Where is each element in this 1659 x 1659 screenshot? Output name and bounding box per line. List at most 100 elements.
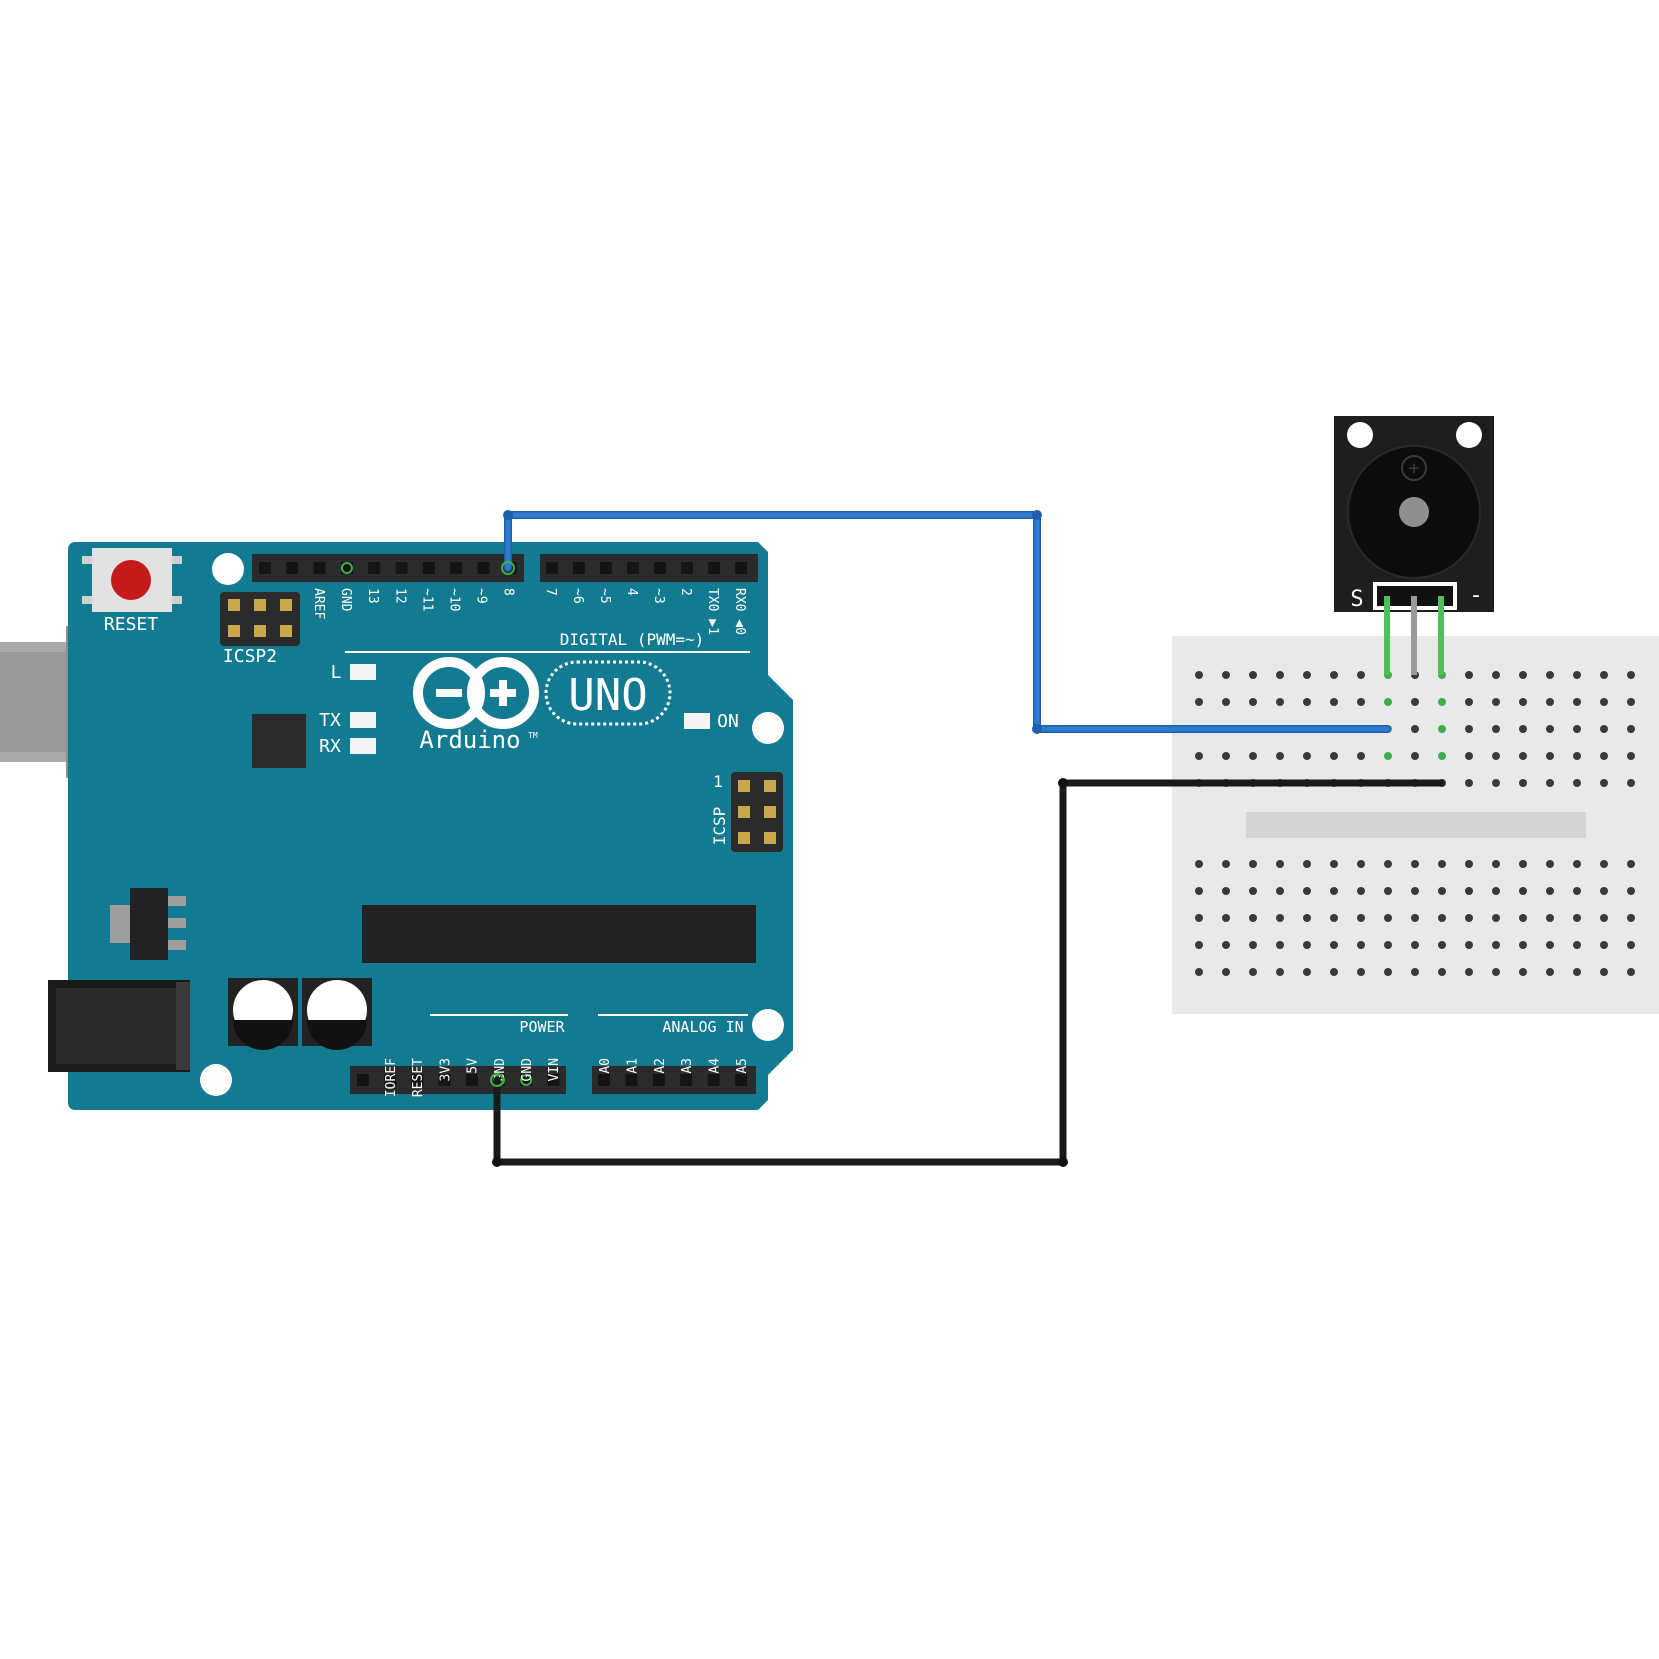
pin-label: 5V (466, 1058, 481, 1074)
breadboard-hole (1384, 914, 1392, 922)
breadboard-hole (1330, 860, 1338, 868)
breadboard-hole (1627, 671, 1635, 679)
breadboard-hole (1465, 941, 1473, 949)
breadboard-hole (1519, 914, 1527, 922)
breadboard-hole (1492, 698, 1500, 706)
breadboard-hole (1573, 941, 1581, 949)
breadboard-hole (1411, 860, 1419, 868)
breadboard-hole (1573, 968, 1581, 976)
pin-label: GND (338, 588, 353, 612)
reset-label: RESET (104, 614, 158, 635)
breadboard-hole (1600, 725, 1608, 733)
gnd-pin-connection (490, 1073, 504, 1087)
breadboard-hole (1573, 671, 1581, 679)
breadboard-hole (1384, 968, 1392, 976)
breadboard-hole (1411, 887, 1419, 895)
breadboard-hole (1546, 941, 1554, 949)
header-pin-hole (708, 562, 720, 574)
breadboard-hole (1465, 725, 1473, 733)
breadboard-hole (1411, 725, 1419, 733)
breadboard-hole (1195, 968, 1203, 976)
breadboard-hole (1438, 698, 1446, 706)
pin-label: A4 (708, 1058, 723, 1074)
breadboard (1172, 636, 1659, 1014)
breadboard-hole (1492, 887, 1500, 895)
led-tx-label: TX (319, 710, 341, 731)
breadboard-hole (1249, 968, 1257, 976)
breadboard-hole (1573, 779, 1581, 787)
voltage-regulator (110, 888, 186, 960)
module-mounting-hole (1347, 422, 1373, 448)
breadboard-hole (1303, 752, 1311, 760)
led-l-label: L (331, 662, 342, 683)
breadboard-hole (1330, 752, 1338, 760)
breadboard-hole (1438, 887, 1446, 895)
breadboard-hole (1276, 752, 1284, 760)
icsp2-pin (254, 625, 266, 637)
breadboard-hole (1357, 887, 1365, 895)
breadboard-hole (1438, 968, 1446, 976)
breadboard-hole (1627, 941, 1635, 949)
pin-label: A0 (598, 1058, 613, 1074)
breadboard-hole (1276, 941, 1284, 949)
pin-label: A1 (625, 1058, 640, 1074)
header-pin-hole (422, 562, 435, 574)
breadboard-hole (1384, 887, 1392, 895)
uno-badge (544, 660, 672, 726)
breadboard-hole (1546, 671, 1554, 679)
breadboard-hole (1276, 860, 1284, 868)
icsp-pin1: 1 (713, 772, 723, 791)
header-pin-hole (368, 562, 381, 574)
breadboard-hole (1492, 779, 1500, 787)
breadboard-hole (1357, 914, 1365, 922)
breadboard-hole (1573, 725, 1581, 733)
connected-pin-marker (340, 562, 353, 574)
breadboard-hole (1519, 887, 1527, 895)
breadboard-hole (1465, 779, 1473, 787)
breadboard-hole (1357, 671, 1365, 679)
wire-ground[interactable] (492, 778, 1445, 1167)
pin-label: 13 (365, 588, 380, 604)
breadboard-hole (1411, 698, 1419, 706)
breadboard-hole (1627, 752, 1635, 760)
digital-label: DIGITAL (PWM=~) (560, 630, 705, 649)
header-pin-hole (259, 562, 271, 574)
breadboard-hole (1357, 698, 1365, 706)
breadboard-hole (1600, 860, 1608, 868)
reset-button[interactable] (82, 548, 182, 612)
trademark: TM (528, 731, 538, 740)
breadboard-hole (1330, 671, 1338, 679)
breadboard-hole (1519, 698, 1527, 706)
breadboard-hole (1357, 941, 1365, 949)
led-tx (350, 712, 376, 728)
breadboard-hole (1249, 887, 1257, 895)
wire-signal[interactable] (503, 510, 1391, 734)
breadboard-hole (1465, 860, 1473, 868)
pin-label: GND (520, 1058, 535, 1082)
pin-label: ~10 (447, 588, 462, 611)
breadboard-hole (1222, 698, 1230, 706)
breadboard-hole (1519, 671, 1527, 679)
mounting-hole (752, 1009, 784, 1041)
breadboard-hole (1546, 968, 1554, 976)
breadboard-hole (1600, 671, 1608, 679)
breadboard-hole (1519, 779, 1527, 787)
breadboard-hole (1195, 941, 1203, 949)
module-mounting-hole (1456, 422, 1482, 448)
icsp2-pin (280, 625, 292, 637)
pin-label: ~9 (474, 588, 489, 604)
pin-label: 3V3 (438, 1058, 453, 1081)
pin-label: 4 (624, 588, 639, 596)
breadboard-hole (1492, 725, 1500, 733)
breadboard-hole (1384, 752, 1392, 760)
breadboard-hole (1492, 860, 1500, 868)
header-pin-hole (625, 1074, 638, 1086)
pin-label: 8 (501, 588, 516, 596)
icsp-pin (738, 806, 750, 818)
breadboard-hole (1303, 968, 1311, 976)
breadboard-hole (1222, 968, 1230, 976)
icsp-pin (738, 832, 750, 844)
logo-minus-ring (413, 657, 485, 729)
breadboard-hole (1384, 698, 1392, 706)
